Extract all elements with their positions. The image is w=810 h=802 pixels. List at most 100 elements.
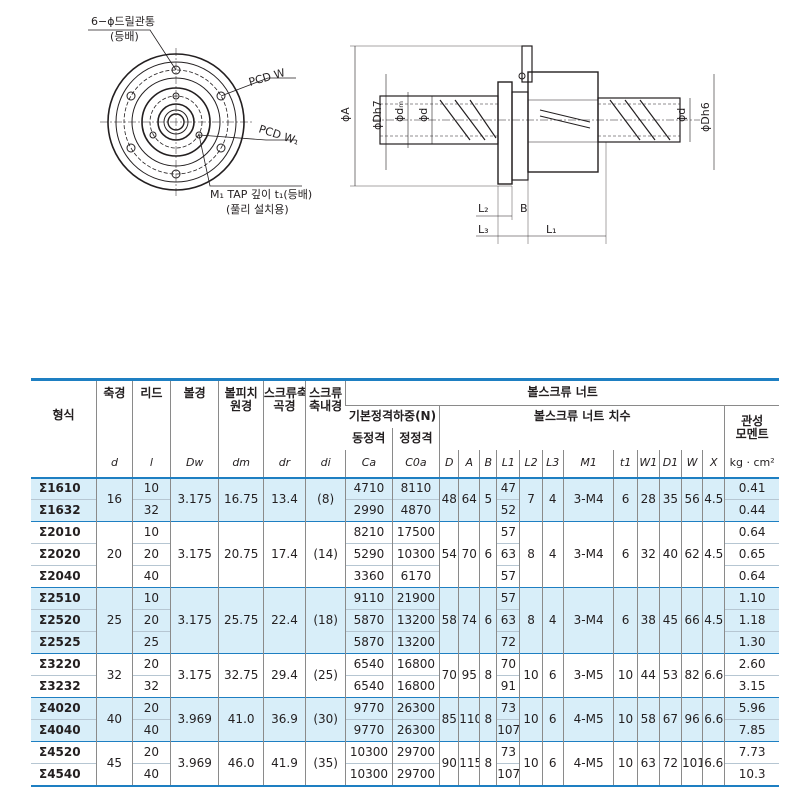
cell-ca: 10300 — [345, 763, 393, 786]
dim-b: B — [520, 202, 528, 215]
cell-c0a: 13200 — [391, 609, 440, 632]
cell-ca: 5290 — [345, 543, 393, 566]
cell-c0a: 10300 — [391, 543, 440, 566]
cell-pitch: 20.75 — [218, 521, 264, 588]
cell-pitch: 41.0 — [218, 697, 264, 742]
cell-lead: 40 — [131, 719, 171, 742]
dim-d-right: ϕd — [675, 108, 688, 122]
sym-B: B — [479, 449, 497, 479]
cell-D1: 45 — [658, 587, 682, 654]
cell-ca: 6540 — [345, 675, 393, 698]
cell-lead: 20 — [131, 697, 171, 720]
cell-lead: 32 — [131, 499, 171, 522]
cell-W1: 63 — [636, 741, 660, 786]
cell-inertia: 2.60 — [724, 653, 779, 676]
cell-shaft: 20 — [95, 521, 133, 588]
cell-pitch: 32.75 — [218, 653, 264, 698]
cell-L2: 7 — [519, 477, 543, 522]
sym-dr: dr — [262, 449, 306, 479]
cell-t1: 6 — [613, 477, 638, 522]
drill-note-sub: (등배) — [110, 30, 139, 43]
cell-pitch: 16.75 — [218, 477, 264, 522]
cell-ca: 9770 — [345, 719, 393, 742]
tap-note: M₁ TAP 깊이 t₁(등배) — [210, 188, 312, 201]
cell-root: 36.9 — [262, 697, 306, 742]
cell-root: 13.4 — [262, 477, 306, 522]
cell-l1: 52 — [496, 499, 520, 522]
header-load: 기본정격하중(N) — [345, 405, 440, 428]
cell-inertia: 1.10 — [724, 587, 779, 610]
cell-W: 96 — [681, 697, 703, 742]
cell-A: 70 — [458, 521, 480, 588]
cell-ca: 4710 — [345, 477, 393, 500]
sym-dm: dm — [218, 449, 264, 479]
cell-inner: (8) — [305, 477, 346, 522]
header-model: 형식 — [52, 407, 75, 422]
cell-l1: 57 — [496, 587, 520, 610]
cell-inertia: 0.44 — [724, 499, 779, 522]
cell-X: 6.6 — [702, 653, 725, 698]
dim-a: ϕA — [339, 107, 352, 122]
cell-t1: 6 — [613, 521, 638, 588]
cell-c0a: 6170 — [391, 565, 440, 588]
cell-inertia: 3.15 — [724, 675, 779, 698]
cell-c0a: 16800 — [391, 653, 440, 676]
cell-D: 85 — [439, 697, 459, 742]
cell-l1: 107 — [496, 763, 520, 786]
cell-ca: 6540 — [345, 653, 393, 676]
sym-di: di — [305, 449, 346, 479]
dim-l1: L₁ — [546, 223, 557, 236]
cell-lead: 10 — [131, 587, 171, 610]
cell-W: 56 — [681, 477, 703, 522]
cell-B: 8 — [479, 653, 497, 698]
dim-dh7: ϕDh7 — [371, 100, 384, 130]
cell-ca: 10300 — [345, 741, 393, 764]
cell-D1: 35 — [658, 477, 682, 522]
cell-lead: 25 — [131, 631, 171, 654]
header-stat: 정정격 — [391, 427, 440, 450]
cell-inertia: 1.30 — [724, 631, 779, 654]
cell-ball: 3.175 — [169, 521, 219, 588]
dim-dh6: ϕDh6 — [699, 102, 712, 132]
cell-X: 6.6 — [702, 741, 725, 786]
cell-model: Σ2010 — [31, 521, 97, 544]
header-dyn: 동정격 — [352, 430, 386, 445]
dim-l2: L₂ — [478, 202, 489, 215]
cell-l1: 63 — [496, 609, 520, 632]
header-spacer — [439, 427, 725, 450]
side-view — [350, 45, 715, 244]
cell-D1: 53 — [658, 653, 682, 698]
sym-W: W — [681, 449, 703, 479]
cell-A: 110 — [458, 697, 480, 742]
sym-D: D — [439, 449, 459, 479]
drill-note: 6−ϕ드릴관통 — [91, 15, 155, 28]
cell-inner: (14) — [305, 521, 346, 588]
cell-c0a: 26300 — [391, 719, 440, 742]
cell-model: Σ2525 — [31, 631, 97, 654]
cell-L2: 10 — [519, 697, 543, 742]
cell-c0a: 17500 — [391, 521, 440, 544]
cell-l1: 57 — [496, 565, 520, 588]
cell-inertia: 5.96 — [724, 697, 779, 720]
pcd-w-label: PCD W — [247, 66, 286, 89]
cell-L2: 10 — [519, 741, 543, 786]
cell-l1: 73 — [496, 697, 520, 720]
cell-c0a: 29700 — [391, 763, 440, 786]
cell-pitch: 25.75 — [218, 587, 264, 654]
header-nut: 볼스크류 너트 — [345, 379, 779, 406]
cell-model: Σ2510 — [31, 587, 97, 610]
cell-shaft: 40 — [95, 697, 133, 742]
cell-inertia: 7.85 — [724, 719, 779, 742]
cell-ball: 3.175 — [169, 477, 219, 522]
